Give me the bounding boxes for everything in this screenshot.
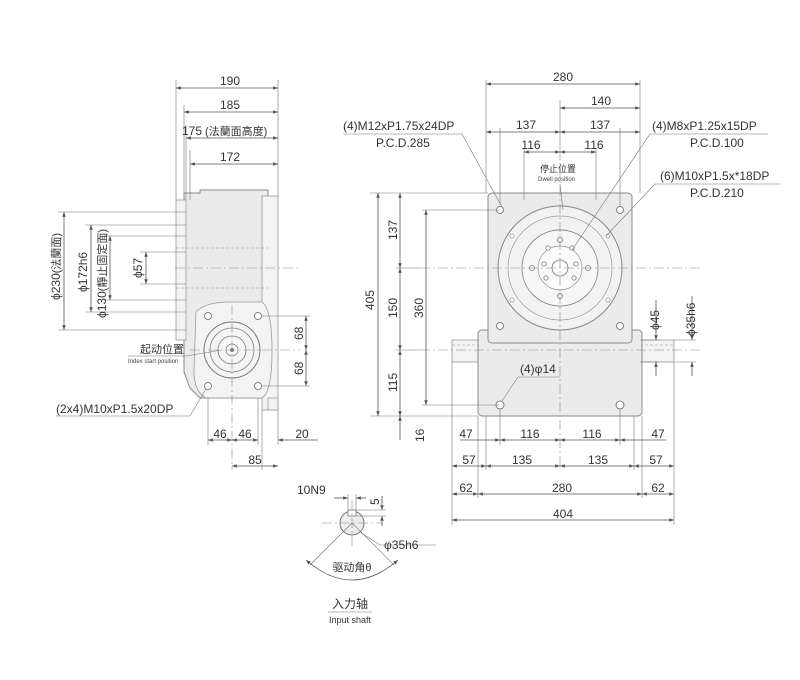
svg-text:ϕ130(靜止固定面): ϕ130(靜止固定面)	[95, 229, 109, 318]
side-view-hole	[204, 382, 212, 390]
dim-front-404: 404	[553, 507, 573, 521]
dim-side-20: 20	[295, 427, 309, 441]
dim-front-137-vert: 137	[386, 220, 400, 240]
shaft-key-depth: 5	[368, 498, 382, 505]
dim-side-46-left: 46	[213, 427, 227, 441]
dim-side-185: 185	[220, 98, 240, 112]
dim-front-16: 16	[413, 428, 427, 442]
index-start-label: 起动位置	[140, 342, 184, 356]
dim-side-130-note: (靜止固定面)	[95, 229, 109, 291]
dim-side-175-note: (法蘭面高度)	[205, 124, 267, 138]
dim-front-116-br: 116	[582, 427, 601, 441]
dim-front-280-top: 280	[553, 70, 573, 84]
dim-front-57-right: 57	[649, 453, 663, 467]
dim-side-172h6: 172h6	[76, 252, 90, 286]
side-view: 190 185 175 (法蘭面高度) 172 ϕ230(法蘭面) ϕ172h6…	[49, 74, 318, 470]
m8-note: (4)M8xP1.25x15DP	[652, 119, 757, 133]
dim-front-62-left: 62	[459, 481, 473, 495]
dim-front-140: 140	[591, 94, 611, 108]
m12-pcd: P.C.D.285	[376, 136, 430, 150]
dim-front-115: 115	[386, 373, 400, 392]
dim-front-47-right: 47	[651, 427, 665, 441]
side-view-hole	[254, 382, 262, 390]
dim-side-230-note: (法蘭面)	[49, 233, 63, 273]
dim-front-116-left: 116	[521, 138, 540, 152]
dim-side-175: 175	[182, 124, 202, 138]
svg-text:ϕ57: ϕ57	[131, 258, 145, 278]
m12-holes	[496, 206, 624, 330]
dim-front-280-bottom: 280	[552, 481, 572, 495]
input-shaft-title: 入力轴	[332, 596, 368, 611]
dwell-label: 停止位置	[540, 163, 576, 174]
dim-front-57-left: 57	[462, 453, 476, 467]
m8-pcd: P.C.D.100	[690, 136, 744, 150]
input-shaft-title-en: Input shaft	[329, 615, 372, 625]
shaft-diameter: φ35h6	[384, 538, 419, 552]
m10-holes	[541, 245, 579, 281]
dim-front-137-left: 137	[516, 118, 536, 132]
dim-front-116-right: 116	[584, 138, 603, 152]
front-view: 280 140 137 137 116 116 停止位置 Dwell posit…	[343, 70, 780, 525]
phi14-note: (4)φ14	[520, 362, 556, 376]
dim-front-135-left: 135	[512, 453, 532, 467]
svg-text:ϕ230(法蘭面): ϕ230(法蘭面)	[49, 233, 63, 300]
dim-side-85: 85	[248, 453, 262, 467]
dim-front-137-right: 137	[590, 118, 610, 132]
dim-side-57: 57	[131, 258, 145, 272]
dim-front-135-right: 135	[588, 453, 608, 467]
svg-text:ϕ35h6: ϕ35h6	[684, 302, 698, 336]
m10-pcd: P.C.D.210	[690, 186, 744, 200]
dim-front-35h6: 35h6	[684, 302, 698, 329]
svg-text:ϕ45: ϕ45	[648, 310, 662, 330]
dim-side-190: 190	[220, 74, 240, 88]
m10-note: (6)M10xP1.5x*18DP	[660, 169, 769, 183]
dwell-label-en: Dwell position	[538, 177, 575, 183]
drive-angle-label: 驱动角θ	[332, 561, 371, 574]
dim-front-45: 45	[648, 310, 662, 324]
dim-side-46-right: 46	[238, 427, 252, 441]
input-shaft-view: 10N9 5 φ35h6 驱动角θ 入力轴 Input shaft	[297, 483, 436, 625]
index-start-label-en: Index start position	[128, 359, 178, 365]
dim-front-116-bl: 116	[520, 427, 539, 441]
side-hole-note: (2x4)M10xP1.5x20DP	[56, 402, 173, 416]
front-right-shaft	[639, 339, 675, 363]
dim-side-130: 130	[95, 291, 109, 311]
svg-text:ϕ172h6: ϕ172h6	[76, 252, 90, 292]
dim-side-68-lower: 68	[292, 361, 306, 375]
side-view-flange-plate	[175, 199, 187, 341]
side-view-hole	[254, 312, 262, 320]
dim-side-68-upper: 68	[292, 326, 306, 340]
dim-front-62-right: 62	[651, 481, 665, 495]
dim-side-172: 172	[220, 150, 240, 164]
side-view-hole	[204, 312, 212, 320]
dim-side-230: 230	[49, 273, 63, 293]
dim-front-360: 360	[412, 298, 426, 318]
dim-front-405: 405	[363, 290, 377, 310]
dim-front-150: 150	[386, 298, 400, 318]
m12-note: (4)M12xP1.75x24DP	[343, 119, 454, 133]
shaft-key-width: 10N9	[297, 483, 326, 497]
dim-front-47-left: 47	[459, 427, 473, 441]
